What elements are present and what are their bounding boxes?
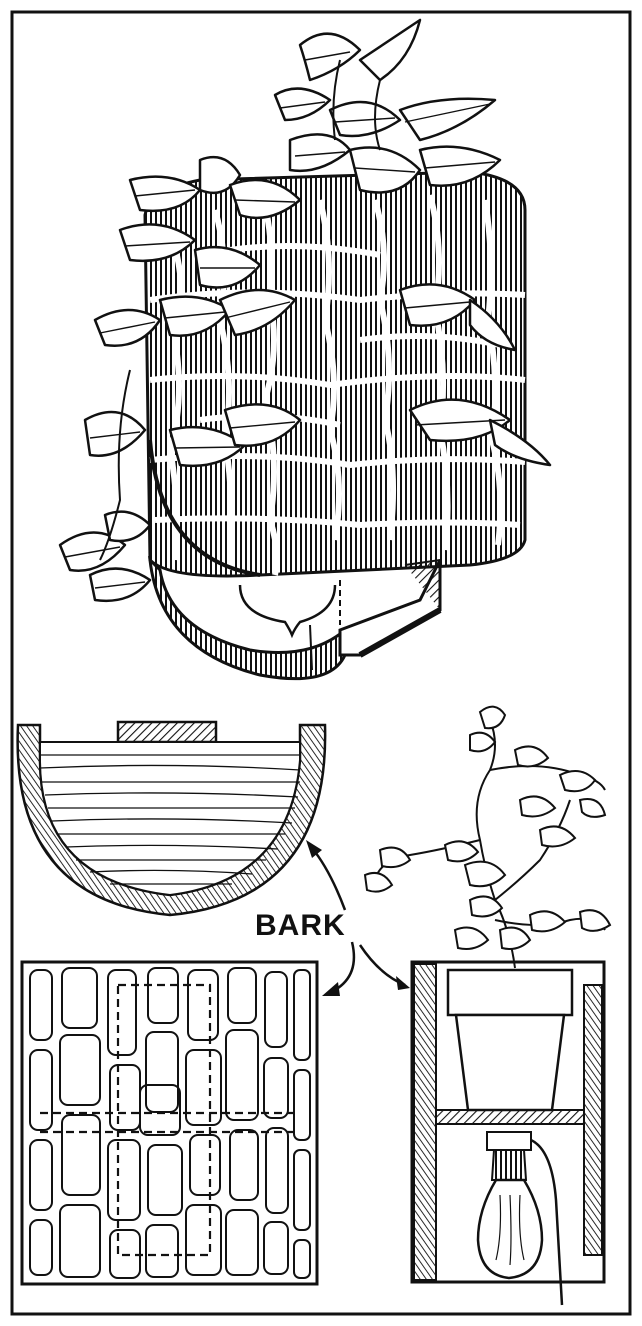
base-ring [148, 555, 347, 681]
wall-cleat [116, 720, 218, 744]
bark-plates [29, 967, 311, 1279]
wood-grain-lines [39, 754, 301, 885]
pot-shelf [435, 1109, 585, 1125]
flower-pot [446, 968, 574, 1112]
socket-cap [238, 584, 337, 639]
bark-label-group: BARK [255, 840, 410, 996]
outer-frame [10, 10, 632, 1316]
bark-panel-elevation [20, 960, 319, 1286]
hidden-frame-lines [40, 983, 300, 1257]
arrow-to-section [306, 840, 322, 858]
lamp-cutaway-section [363, 705, 612, 1306]
bark-label: BARK [255, 909, 346, 942]
pot-plant-leaves [363, 705, 612, 950]
cutaway-left-wall [413, 963, 437, 1281]
cutaway-right-wall [583, 984, 603, 1256]
half-round-section [16, 720, 327, 917]
pot-plant [374, 719, 606, 969]
light-bulb [476, 1178, 544, 1280]
bark-cells [149, 194, 526, 576]
arrow-to-elevation [322, 982, 340, 996]
lamp-socket [486, 1131, 532, 1151]
arrow-to-cutaway [396, 976, 410, 990]
bark-lamp-perspective [58, 18, 552, 681]
power-cord [530, 1138, 564, 1306]
